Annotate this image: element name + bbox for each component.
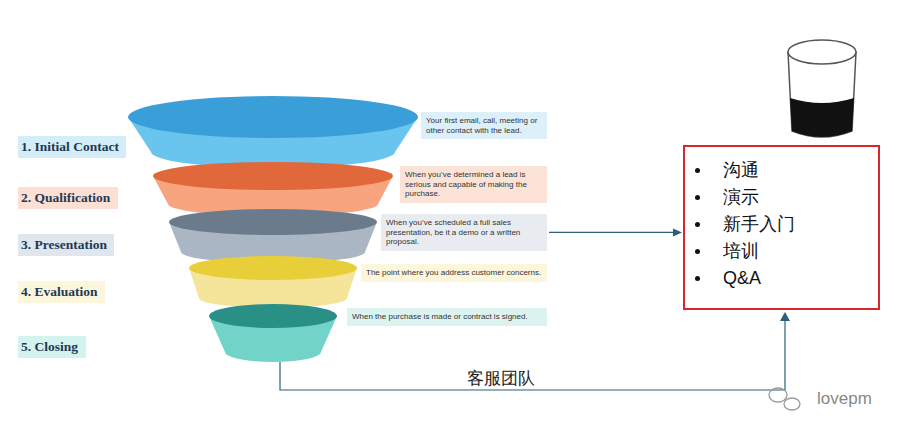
stage-description: When the purchase is made or contract is… — [352, 312, 542, 322]
watermark-icon — [784, 398, 800, 410]
bullet-dot — [695, 168, 700, 173]
funnel-band-top — [209, 304, 337, 328]
stage-description: When you’ve scheduled a full sales prese… — [386, 218, 542, 247]
watermark-icon — [769, 388, 787, 402]
connector-line — [549, 232, 674, 233]
arrow-head — [780, 312, 790, 321]
stage-label: 3. Presentation — [21, 237, 107, 253]
list-item: 新手入门 — [723, 212, 795, 236]
list-item: 演示 — [723, 185, 759, 209]
stage-label: 4. Evaluation — [21, 284, 98, 300]
stage-description-box: When the purchase is made or contract is… — [347, 308, 547, 326]
stage-bar: 5. Closing — [18, 336, 86, 358]
bullet-dot — [695, 222, 700, 227]
bullet-item: Q&A — [685, 266, 875, 290]
bullet-item: 新手入门 — [685, 212, 875, 236]
service-line — [280, 319, 785, 390]
stage-description: Your first email, call, meeting or other… — [426, 116, 542, 135]
stage-description: When you’ve determined a lead is serious… — [405, 170, 542, 199]
stage-bar: 3. Presentation — [18, 234, 114, 256]
stage-label: 2. Qualification — [21, 190, 110, 206]
stage-description-box: The point where you address customer con… — [361, 264, 547, 282]
list-item: 沟通 — [723, 158, 759, 182]
watermark: lovepm — [815, 389, 874, 409]
stage-label: 1. Initial Contact — [21, 139, 119, 155]
line-label: 客服团队 — [465, 368, 537, 388]
speaker-top — [788, 40, 856, 64]
funnel-band-top — [189, 256, 357, 280]
funnel-band-top — [169, 209, 377, 235]
funnel-band-top — [128, 96, 418, 138]
stage-label: 5. Closing — [21, 339, 78, 355]
arrow-head — [673, 228, 682, 236]
list-item: 培训 — [723, 239, 759, 263]
funnel-band-top — [153, 162, 393, 190]
list-item: Q&A — [723, 266, 761, 290]
bullet-dot — [695, 249, 700, 254]
bullet-item: 沟通 — [685, 158, 875, 182]
bullet-list-box: 沟通演示新手入门培训 Q&A — [683, 145, 880, 310]
stage-description-box: When you’ve scheduled a full sales prese… — [381, 214, 547, 251]
speaker-base — [790, 98, 854, 137]
stage-description: The point where you address customer con… — [366, 268, 542, 278]
stage-description-box: When you’ve determined a lead is serious… — [400, 166, 547, 203]
bullet-dot — [695, 195, 700, 200]
bullet-item: 演示 — [685, 185, 875, 209]
connector — [549, 228, 682, 236]
stage-description-box: Your first email, call, meeting or other… — [421, 112, 547, 139]
stage-bar: 2. Qualification — [18, 187, 118, 209]
stage-bar: 4. Evaluation — [18, 281, 105, 303]
bullet-item: 培训 — [685, 239, 875, 263]
stage-bar: 1. Initial Contact — [18, 136, 126, 158]
bullet-dot — [695, 276, 700, 281]
